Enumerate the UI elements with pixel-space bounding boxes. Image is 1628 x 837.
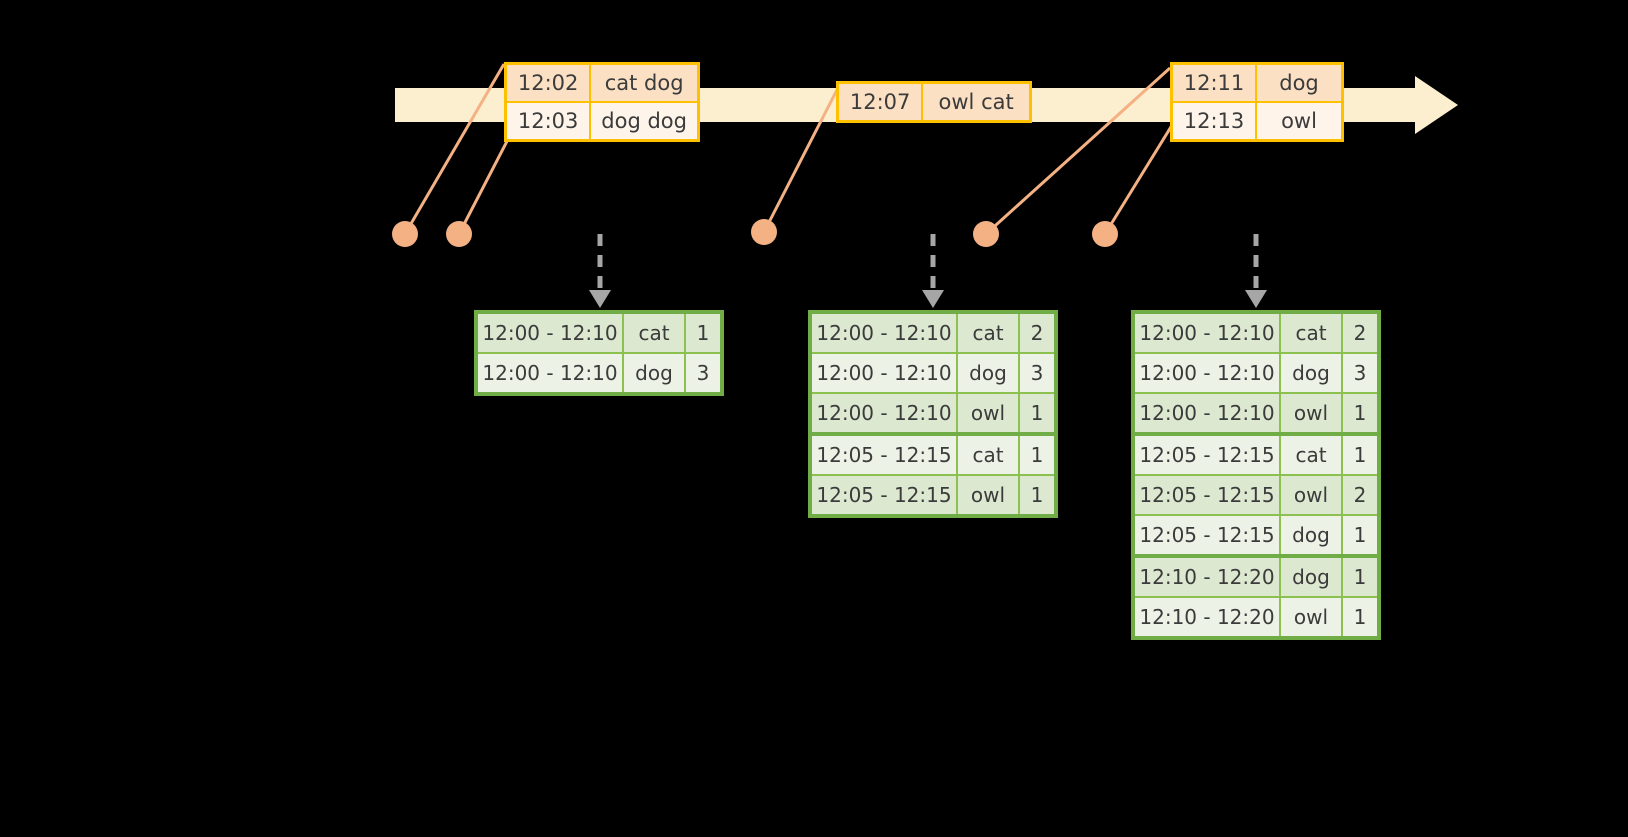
down-arrow-1-head-icon (589, 290, 611, 308)
window-cell: 12:05 - 12:15 (1135, 516, 1281, 554)
key-cell: owl (958, 476, 1020, 514)
window-cell: 12:05 - 12:15 (812, 476, 958, 514)
count-cell: 2 (1343, 476, 1377, 514)
count-cell: 1 (1020, 476, 1054, 514)
count-cell: 2 (1343, 314, 1377, 352)
event-dot-2[interactable] (446, 221, 472, 247)
window-cell: 12:00 - 12:10 (478, 314, 624, 352)
window-cell: 12:00 - 12:10 (1135, 314, 1281, 352)
window-cell: 12:10 - 12:20 (1135, 558, 1281, 596)
count-cell: 3 (686, 354, 720, 392)
key-cell: cat (1281, 314, 1343, 352)
count-cell: 1 (1343, 516, 1377, 554)
event-time: 12:07 (839, 84, 924, 120)
connector-5 (1103, 121, 1176, 235)
event-value: dog dog (591, 103, 697, 139)
down-arrows (589, 234, 1267, 308)
window-cell: 12:05 - 12:15 (812, 436, 958, 474)
window-cell: 12:00 - 12:10 (812, 314, 958, 352)
event-value: dog (1257, 65, 1341, 101)
event-value: cat dog (591, 65, 697, 101)
window-cell: 12:00 - 12:10 (478, 354, 624, 392)
down-arrow-3-head-icon (1245, 290, 1267, 308)
key-cell: dog (624, 354, 686, 392)
event-dot-5[interactable] (1092, 221, 1118, 247)
count-cell: 1 (1343, 436, 1377, 474)
count-cell: 1 (1020, 394, 1054, 432)
event-value: owl (1257, 103, 1341, 139)
event-time: 12:11 (1173, 65, 1258, 101)
count-cell: 3 (1020, 354, 1054, 392)
event-dot-3[interactable] (751, 219, 777, 245)
key-cell: owl (1281, 394, 1343, 432)
count-cell: 3 (1343, 354, 1377, 392)
count-cell: 1 (686, 314, 720, 352)
key-cell: cat (958, 314, 1020, 352)
event-value: owl cat (923, 84, 1029, 120)
key-cell: dog (1281, 516, 1343, 554)
count-cell: 1 (1343, 598, 1377, 636)
count-cell: 1 (1343, 558, 1377, 596)
window-cell: 12:10 - 12:20 (1135, 598, 1281, 636)
key-cell: cat (1281, 436, 1343, 474)
key-cell: cat (958, 436, 1020, 474)
event-time: 12:02 (507, 65, 592, 101)
count-cell: 2 (1020, 314, 1054, 352)
event-dots (392, 219, 1118, 247)
count-cell: 1 (1020, 436, 1054, 474)
key-cell: dog (958, 354, 1020, 392)
down-arrow-2-head-icon (922, 290, 944, 308)
key-cell: owl (958, 394, 1020, 432)
key-cell: cat (624, 314, 686, 352)
event-time: 12:13 (1173, 103, 1258, 139)
window-cell: 12:05 - 12:15 (1135, 476, 1281, 514)
window-cell: 12:00 - 12:10 (812, 354, 958, 392)
count-cell: 1 (1343, 394, 1377, 432)
key-cell: dog (1281, 558, 1343, 596)
event-dot-1[interactable] (392, 221, 418, 247)
event-time: 12:03 (507, 103, 592, 139)
event-dot-4[interactable] (973, 221, 999, 247)
key-cell: owl (1281, 476, 1343, 514)
window-cell: 12:00 - 12:10 (812, 394, 958, 432)
window-cell: 12:00 - 12:10 (1135, 394, 1281, 432)
window-cell: 12:05 - 12:15 (1135, 436, 1281, 474)
key-cell: dog (1281, 354, 1343, 392)
key-cell: owl (1281, 598, 1343, 636)
window-cell: 12:00 - 12:10 (1135, 354, 1281, 392)
